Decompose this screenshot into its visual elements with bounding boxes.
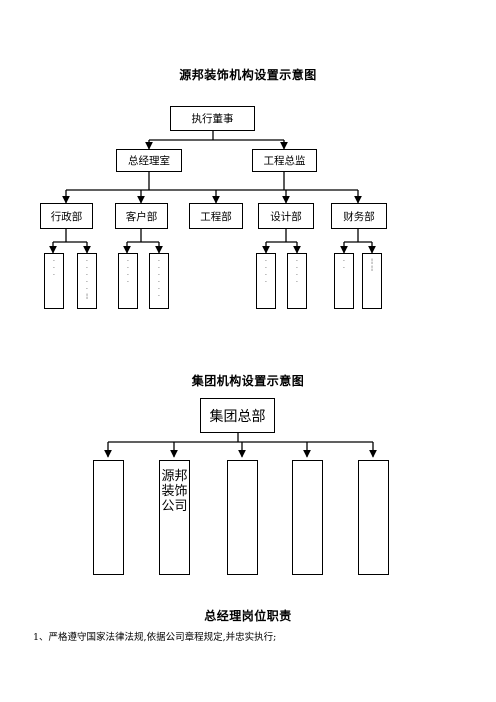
chart2-title: 集团机构设置示意图 [191,374,305,388]
subsidiary-box: 源邦装饰公司 [159,460,190,575]
sub-unit-marks: · · · · [127,258,129,286]
subsidiary-box [292,460,323,575]
dept-engineering-box: 工程部 [189,203,243,229]
engineering-director-box: 工程总监 [252,149,317,172]
gm-office-box: 总经理室 [116,149,182,172]
subsidiary-box [358,460,389,575]
duty-item: 1、严格遵守国家法律法规,依据公司章程规定,并忠实执行; [33,632,277,643]
sub-unit-box: · · · · [118,253,138,309]
group-hq-box: 集团总部 [200,398,275,433]
sub-unit-box: · · · [44,253,64,309]
dept-admin-box: 行政部 [40,203,93,229]
sub-unit-marks: · · · [53,258,55,279]
sub-unit-box: ¦ ¦ [362,253,382,309]
sub-unit-box: · · · · · ¦ [77,253,97,309]
sub-unit-marks: ¦ ¦ [370,258,374,272]
sub-unit-box: · · · · · · [149,253,169,309]
sub-unit-box: · · · · [256,253,276,309]
dept-finance-box: 财务部 [331,203,387,229]
sub-unit-box: · · · · [287,253,307,309]
executive-director-box: 执行董事 [170,106,255,131]
subsidiary-box [93,460,124,575]
section-title: 总经理岗位职责 [204,609,292,623]
chart1-title: 源邦装饰机构设置示意图 [179,68,317,82]
dept-client-box: 客户部 [115,203,168,229]
sub-unit-marks: · · · · [265,258,267,286]
sub-unit-marks: · · · · [296,258,298,286]
sub-unit-box: · · [334,253,354,309]
subsidiary-label: 源邦装饰公司 [161,469,188,514]
sub-unit-marks: · · · · · ¦ [85,258,89,300]
subsidiary-box [227,460,258,575]
sub-unit-marks: · · [343,258,345,272]
sub-unit-marks: · · · · · · [158,258,160,300]
dept-design-box: 设计部 [258,203,314,229]
